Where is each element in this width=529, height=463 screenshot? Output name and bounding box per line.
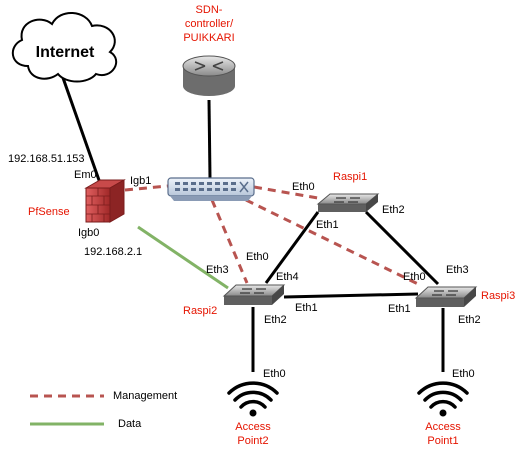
link-data-pfsense-raspi2 <box>137 225 229 290</box>
ap1-label-line2: Point1 <box>427 435 458 447</box>
sdn-label-line3: PUIKKARI <box>183 32 234 44</box>
ap2-label-line2: Point2 <box>237 435 268 447</box>
cloud-icon <box>12 12 117 83</box>
ap1-label-line1: Access <box>425 421 461 433</box>
raspi1-switch: Raspi1 Eth0 Eth1 Eth2 <box>292 171 405 231</box>
pfsense-firewall: PfSense 192.168.51.153 Em0 Igb1 Igb0 192… <box>8 153 151 258</box>
legend: Management Data <box>30 390 177 430</box>
legend-data-label: Data <box>118 418 142 430</box>
sdn-controller: SDN- controller/ PUIKKARI <box>182 4 236 96</box>
lan-ip-label: 192.168.2.1 <box>84 246 142 258</box>
raspi3-port-eth1: Eth1 <box>388 303 411 315</box>
legend-management-label: Management <box>113 390 177 402</box>
raspi2-label: Raspi2 <box>183 305 217 317</box>
link-raspi2-raspi3 <box>283 292 419 299</box>
link-controller-switch <box>207 99 212 179</box>
wifi-icon <box>417 381 469 417</box>
sdn-label-line2: controller/ <box>185 18 234 30</box>
raspi3-port-eth0: Eth0 <box>403 271 426 283</box>
ap1-port-eth0: Eth0 <box>452 368 475 380</box>
access-point-1: Eth0 Access Point1 <box>417 368 475 447</box>
mgmt-switch-raspi2 <box>210 199 249 284</box>
switch-icon <box>316 193 380 212</box>
raspi3-switch: Raspi3 Eth0 Eth3 Eth1 Eth2 <box>388 264 515 326</box>
router-icon <box>182 55 236 96</box>
switch-icon <box>167 177 255 201</box>
raspi1-port-eth2: Eth2 <box>382 204 405 216</box>
access-point-2: Eth0 Access Point2 <box>227 368 286 447</box>
link-raspi1-raspi3 <box>364 210 440 286</box>
raspi2-port-eth4: Eth4 <box>276 271 299 283</box>
link-raspi1-raspi2 <box>264 211 320 284</box>
pfsense-label: PfSense <box>28 206 70 218</box>
switch-icon <box>222 284 286 305</box>
raspi2-port-eth0: Eth0 <box>246 251 269 263</box>
wan-ip-label: 192.168.51.153 <box>8 153 84 165</box>
sdn-label-line1: SDN- <box>196 4 223 16</box>
raspi2-port-eth1: Eth1 <box>295 302 318 314</box>
management-switch <box>167 177 255 201</box>
raspi3-port-eth2: Eth2 <box>458 314 481 326</box>
physical-links <box>60 74 445 372</box>
port-igb1: Igb1 <box>130 175 151 187</box>
raspi3-label: Raspi3 <box>481 290 515 302</box>
mgmt-pfsense-switch <box>124 184 169 192</box>
raspi1-label: Raspi1 <box>333 171 367 183</box>
mgmt-switch-raspi1 <box>253 185 319 200</box>
internet-label: Internet <box>36 44 95 61</box>
switch-icon <box>414 286 478 307</box>
ap2-label-line1: Access <box>235 421 271 433</box>
raspi2-switch: Raspi2 Eth0 Eth3 Eth4 Eth1 Eth2 <box>183 251 318 326</box>
raspi1-port-eth1: Eth1 <box>316 219 339 231</box>
link-internet-pfsense <box>60 74 102 184</box>
port-igb0: Igb0 <box>78 227 99 239</box>
raspi3-port-eth3: Eth3 <box>446 264 469 276</box>
ap2-port-eth0: Eth0 <box>263 368 286 380</box>
raspi2-port-eth2: Eth2 <box>264 314 287 326</box>
raspi1-port-eth0: Eth0 <box>292 181 315 193</box>
mgmt-switch-raspi3 <box>245 198 421 287</box>
internet-cloud: Internet <box>12 12 117 83</box>
firewall-icon <box>84 179 126 223</box>
management-links <box>124 184 421 287</box>
wifi-icon <box>227 381 279 417</box>
port-em0: Em0 <box>74 169 97 181</box>
raspi2-port-eth3: Eth3 <box>206 264 229 276</box>
